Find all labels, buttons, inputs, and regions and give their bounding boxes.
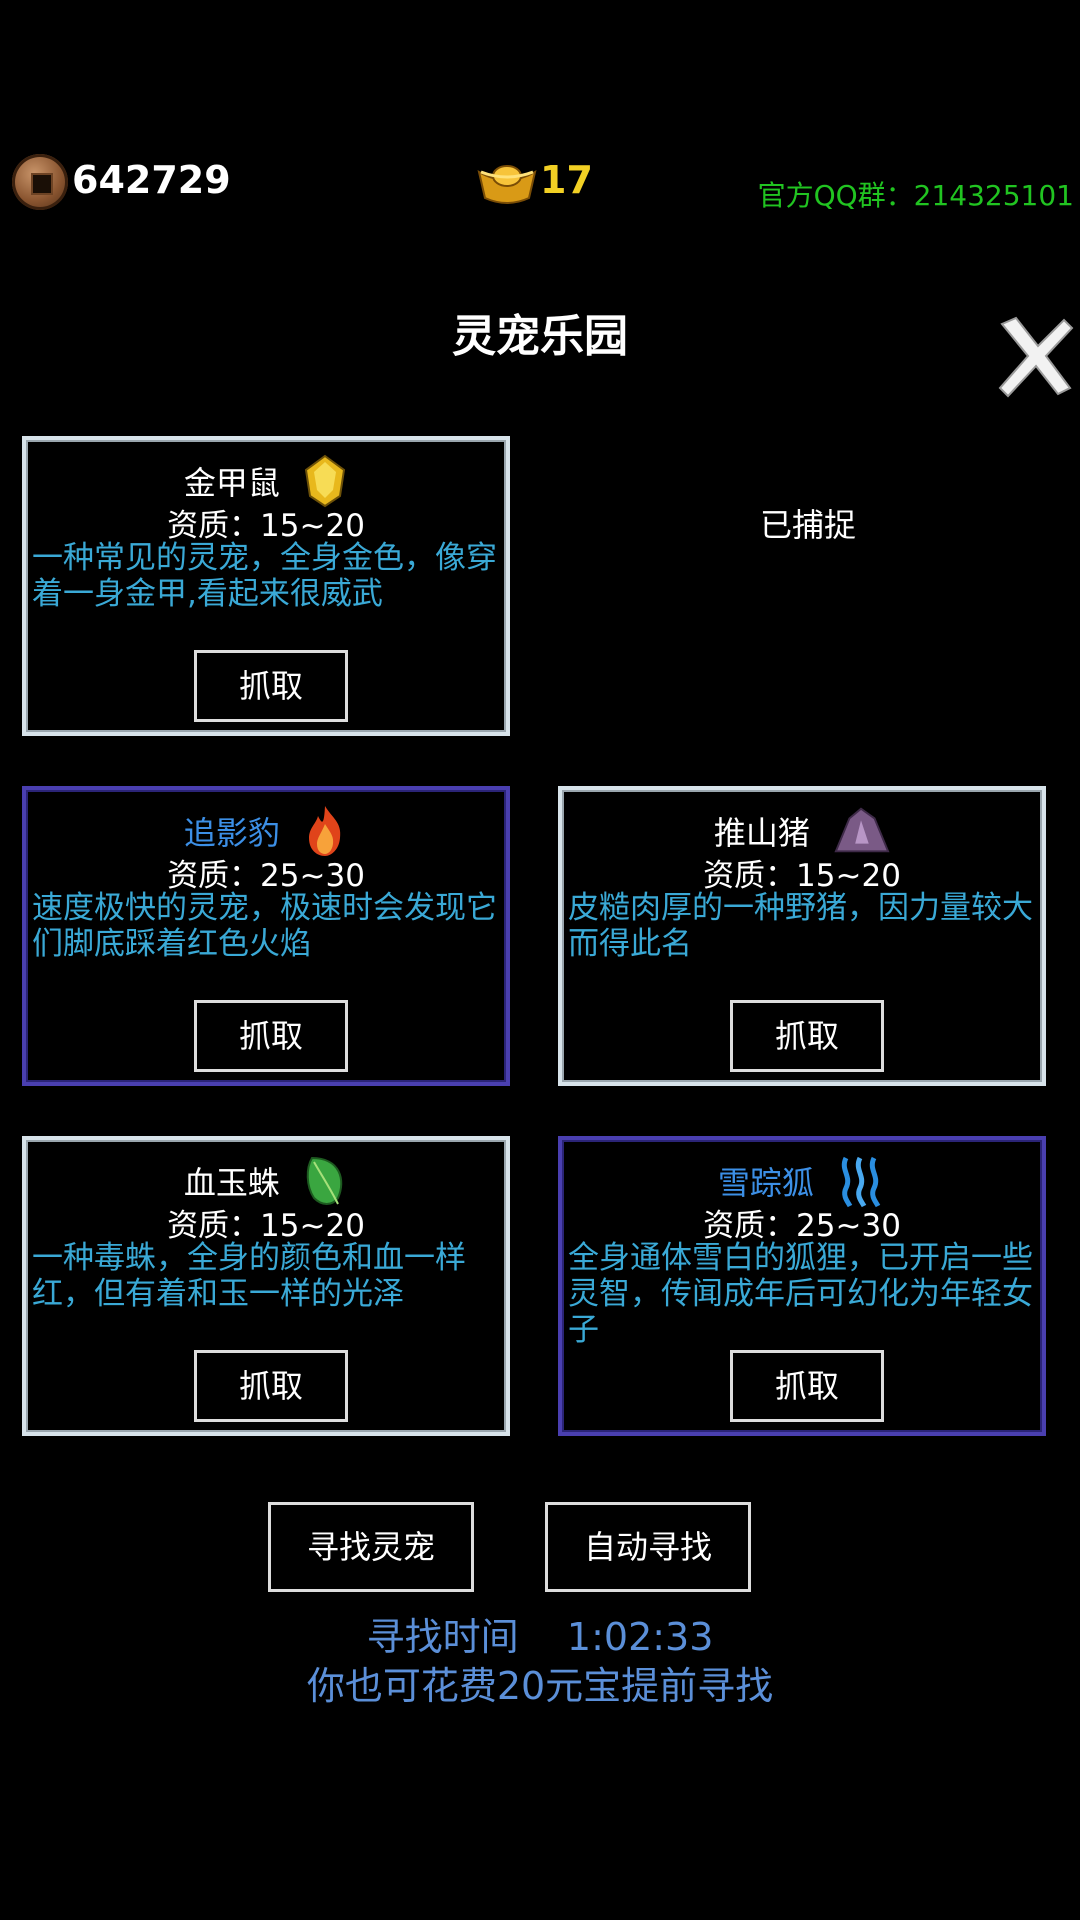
pet-card-mountain-boar: 推山猪 资质：15~20 皮糙肉厚的一种野猪，因力量较大而得此名 抓取 (558, 786, 1046, 1086)
pet-card-shadow-leopard: 追影豹 资质：25~30 速度极快的灵宠，极速时会发现它们脚底踩着红色火焰 抓取 (22, 786, 510, 1086)
pet-name: 推山猪 (713, 814, 810, 852)
pet-quality: 资质：15~20 (167, 1208, 365, 1244)
pet-name: 金甲鼠 (183, 464, 280, 502)
pet-description: 皮糙肉厚的一种野猪，因力量较大而得此名 (568, 890, 1033, 962)
pet-name-row: 追影豹 (26, 804, 506, 858)
early-search-hint: 你也可花费20元宝提前寻找 (306, 1664, 774, 1708)
pet-name: 血玉蛛 (183, 1164, 280, 1202)
pet-description: 速度极快的灵宠，极速时会发现它们脚底踩着红色火焰 (32, 890, 497, 962)
pet-quality: 资质：15~20 (167, 508, 365, 544)
leaf-icon (306, 1156, 343, 1205)
pet-name-row: 血玉蛛 (26, 1154, 506, 1208)
copper-coin-icon (12, 154, 68, 210)
pet-name: 雪踪狐 (717, 1164, 814, 1202)
catch-button[interactable]: 抓取 (194, 1350, 348, 1422)
pet-name-row: 推山猪 (562, 804, 1042, 858)
pet-description: 全身通体雪白的狐狸，已开启一些灵智，传闻成年后可幻化为年轻女子 (568, 1240, 1033, 1348)
pet-card-gold-rat: 金甲鼠 资质：15~20 一种常见的灵宠，全身金色，像穿着一身金甲,看起来很威武… (22, 436, 510, 736)
search-timer: 寻找时间 1:02:33 (366, 1615, 714, 1659)
pet-card-snow-fox: 雪踪狐 资质：25~30 全身通体雪白的狐狸，已开启一些灵智，传闻成年后可幻化为… (558, 1136, 1046, 1436)
pet-name: 追影豹 (183, 814, 280, 852)
search-pet-button[interactable]: 寻找灵宠 (268, 1502, 474, 1592)
pet-name-row: 金甲鼠 (26, 454, 506, 508)
water-wave-icon (841, 1156, 881, 1208)
pet-quality: 资质：25~30 (167, 858, 365, 894)
pet-quality: 资质：15~20 (703, 858, 901, 894)
catch-button[interactable]: 抓取 (730, 1350, 884, 1422)
earth-rock-icon (834, 807, 890, 853)
pet-card-blood-jade-spider: 血玉蛛 资质：15~20 一种毒蛛，全身的颜色和血一样红，但有着和玉一样的光泽 … (22, 1136, 510, 1436)
auto-search-button[interactable]: 自动寻找 (545, 1502, 751, 1592)
catch-button[interactable]: 抓取 (194, 650, 348, 722)
fire-icon (309, 806, 341, 856)
pet-description: 一种常见的灵宠，全身金色，像穿着一身金甲,看起来很威武 (32, 540, 497, 612)
pet-description: 一种毒蛛，全身的颜色和血一样红，但有着和玉一样的光泽 (32, 1240, 466, 1312)
catch-button[interactable]: 抓取 (194, 1000, 348, 1072)
pet-name-row: 雪踪狐 (562, 1154, 1042, 1208)
caught-label: 已捕捉 (760, 506, 857, 544)
page-title: 灵宠乐园 (452, 311, 628, 362)
gold-ingot-icon (477, 165, 537, 204)
catch-button[interactable]: 抓取 (730, 1000, 884, 1072)
ingot-count: 17 (540, 158, 593, 202)
qq-group-text: 官方QQ群：214325101 (757, 179, 1074, 212)
pet-quality: 资质：25~30 (703, 1208, 901, 1244)
gold-crystal-icon (305, 454, 346, 508)
resource-bar: 642729 17 官方QQ群：214325101 (0, 150, 1080, 220)
close-x-icon[interactable] (994, 312, 1076, 398)
coin-count: 642729 (72, 158, 231, 202)
